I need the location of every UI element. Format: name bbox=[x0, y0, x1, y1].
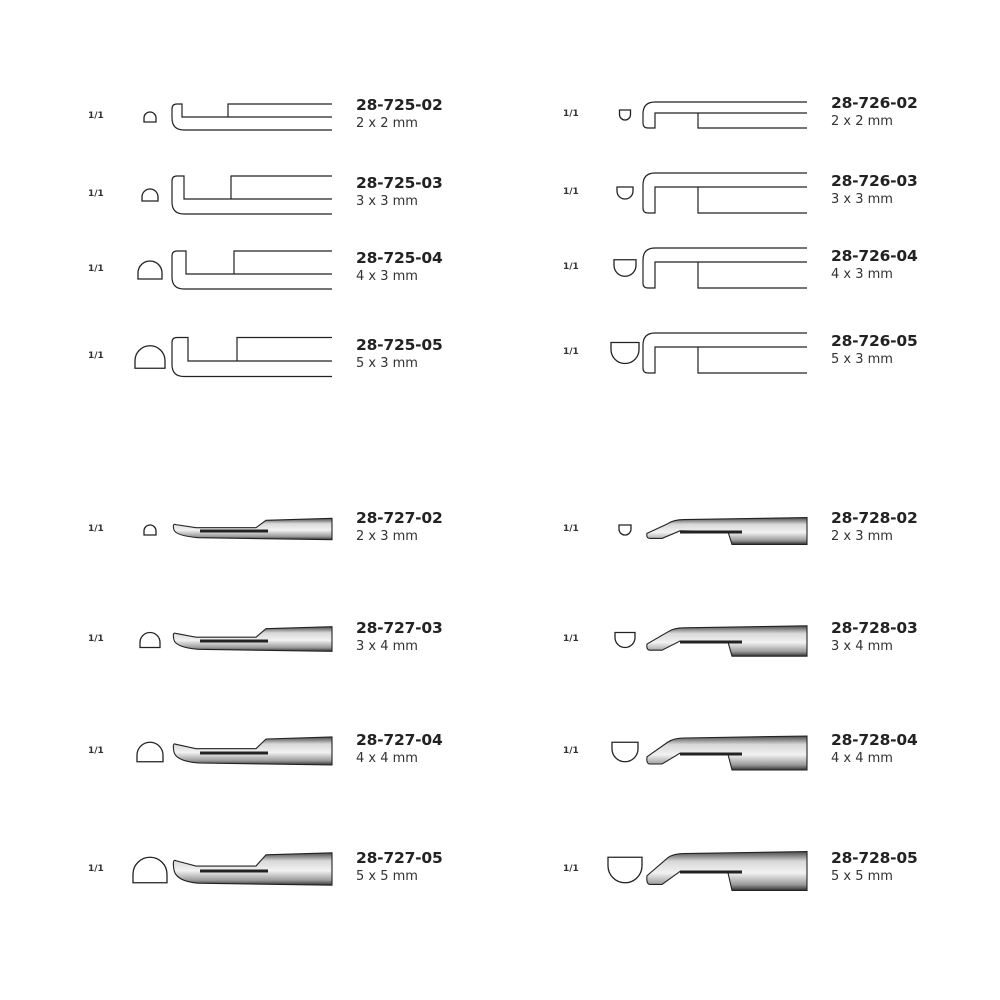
instrument-outline bbox=[642, 332, 807, 374]
catalog-item: 1/1 28-728-02 2 x 3 mm bbox=[563, 507, 941, 553]
cross-section-icon bbox=[143, 111, 157, 123]
jaw-size: 4 x 4 mm bbox=[831, 751, 893, 766]
cross-section-icon bbox=[132, 856, 168, 884]
cross-section-icon bbox=[611, 741, 639, 763]
cross-section-icon bbox=[618, 109, 632, 121]
product-code: 28-726-04 bbox=[831, 247, 918, 265]
scale-label: 1/1 bbox=[88, 524, 104, 534]
jaw-size: 4 x 4 mm bbox=[356, 751, 418, 766]
scale-label: 1/1 bbox=[563, 634, 579, 644]
instrument-outline bbox=[171, 250, 332, 290]
instrument-outline bbox=[171, 336, 332, 378]
scale-label: 1/1 bbox=[563, 109, 579, 119]
catalog-item: 1/1 28-728-04 4 x 4 mm bbox=[563, 729, 941, 775]
jaw-size: 5 x 3 mm bbox=[356, 356, 418, 371]
cross-section-icon bbox=[143, 524, 157, 536]
catalog-item: 1/1 28-725-02 2 x 2 mm bbox=[88, 94, 466, 140]
instrument-shaded bbox=[172, 517, 333, 541]
cross-section-icon bbox=[610, 341, 640, 365]
instrument-outline bbox=[642, 101, 807, 129]
jaw-size: 5 x 5 mm bbox=[356, 869, 418, 884]
catalog-item: 1/1 28-725-03 3 x 3 mm bbox=[88, 172, 466, 218]
jaw-size: 2 x 3 mm bbox=[831, 529, 893, 544]
instrument-shaded bbox=[172, 852, 333, 886]
cross-section-icon bbox=[134, 345, 166, 369]
product-code: 28-728-05 bbox=[831, 849, 918, 867]
cross-section-icon bbox=[607, 856, 643, 884]
cross-section-icon bbox=[137, 260, 163, 280]
catalog-item: 1/1 28-726-02 2 x 2 mm bbox=[563, 92, 941, 138]
product-code: 28-725-03 bbox=[356, 174, 443, 192]
scale-label: 1/1 bbox=[563, 746, 579, 756]
product-code: 28-728-03 bbox=[831, 619, 918, 637]
catalog-item: 1/1 28-728-05 5 x 5 mm bbox=[563, 847, 941, 893]
instrument-outline bbox=[171, 103, 332, 131]
scale-label: 1/1 bbox=[88, 111, 104, 121]
cross-section-icon bbox=[616, 186, 634, 200]
product-code: 28-727-04 bbox=[356, 731, 443, 749]
scale-label: 1/1 bbox=[88, 634, 104, 644]
product-code: 28-728-02 bbox=[831, 509, 918, 527]
scale-label: 1/1 bbox=[88, 864, 104, 874]
cross-section-icon bbox=[618, 524, 632, 536]
catalog-item: 1/1 28-728-03 3 x 4 mm bbox=[563, 617, 941, 663]
scale-label: 1/1 bbox=[88, 351, 104, 361]
scale-label: 1/1 bbox=[563, 524, 579, 534]
catalog-item: 1/1 28-726-05 5 x 3 mm bbox=[563, 330, 941, 376]
jaw-size: 5 x 5 mm bbox=[831, 869, 893, 884]
product-code: 28-725-05 bbox=[356, 336, 443, 354]
jaw-size: 2 x 2 mm bbox=[831, 114, 893, 129]
scale-label: 1/1 bbox=[563, 187, 579, 197]
jaw-size: 2 x 2 mm bbox=[356, 116, 418, 131]
jaw-size: 4 x 3 mm bbox=[831, 267, 893, 282]
jaw-size: 3 x 4 mm bbox=[356, 639, 418, 654]
cross-section-icon bbox=[139, 631, 161, 649]
scale-label: 1/1 bbox=[88, 746, 104, 756]
product-code: 28-727-05 bbox=[356, 849, 443, 867]
scale-label: 1/1 bbox=[563, 864, 579, 874]
catalog-item: 1/1 28-726-03 3 x 3 mm bbox=[563, 170, 941, 216]
catalog-item: 1/1 28-727-03 3 x 4 mm bbox=[88, 617, 466, 663]
instrument-outline bbox=[642, 172, 807, 214]
product-code: 28-728-04 bbox=[831, 731, 918, 749]
cross-section-icon bbox=[614, 631, 636, 649]
catalog-item: 1/1 28-727-02 2 x 3 mm bbox=[88, 507, 466, 553]
product-code: 28-727-03 bbox=[356, 619, 443, 637]
jaw-size: 3 x 3 mm bbox=[356, 194, 418, 209]
product-code: 28-726-05 bbox=[831, 332, 918, 350]
scale-label: 1/1 bbox=[563, 262, 579, 272]
product-code: 28-725-04 bbox=[356, 249, 443, 267]
catalog-item: 1/1 28-725-04 4 x 3 mm bbox=[88, 247, 466, 293]
cross-section-icon bbox=[136, 741, 164, 763]
cross-section-icon bbox=[141, 188, 159, 202]
catalog-item: 1/1 28-727-05 5 x 5 mm bbox=[88, 847, 466, 893]
product-code: 28-726-02 bbox=[831, 94, 918, 112]
instrument-shaded bbox=[172, 736, 333, 766]
scale-label: 1/1 bbox=[88, 264, 104, 274]
product-code: 28-727-02 bbox=[356, 509, 443, 527]
scale-label: 1/1 bbox=[563, 347, 579, 357]
jaw-size: 4 x 3 mm bbox=[356, 269, 418, 284]
jaw-size: 3 x 3 mm bbox=[831, 192, 893, 207]
instrument-outline bbox=[171, 175, 332, 215]
jaw-size: 2 x 3 mm bbox=[356, 529, 418, 544]
jaw-size: 3 x 4 mm bbox=[831, 639, 893, 654]
jaw-size: 5 x 3 mm bbox=[831, 352, 893, 367]
instrument-outline bbox=[642, 247, 807, 289]
instrument-shaded bbox=[172, 626, 333, 652]
scale-label: 1/1 bbox=[88, 189, 104, 199]
product-code: 28-726-03 bbox=[831, 172, 918, 190]
catalog-item: 1/1 28-727-04 4 x 4 mm bbox=[88, 729, 466, 775]
cross-section-icon bbox=[613, 259, 637, 277]
catalog-item: 1/1 28-725-05 5 x 3 mm bbox=[88, 334, 466, 380]
product-code: 28-725-02 bbox=[356, 96, 443, 114]
catalog-item: 1/1 28-726-04 4 x 3 mm bbox=[563, 245, 941, 291]
